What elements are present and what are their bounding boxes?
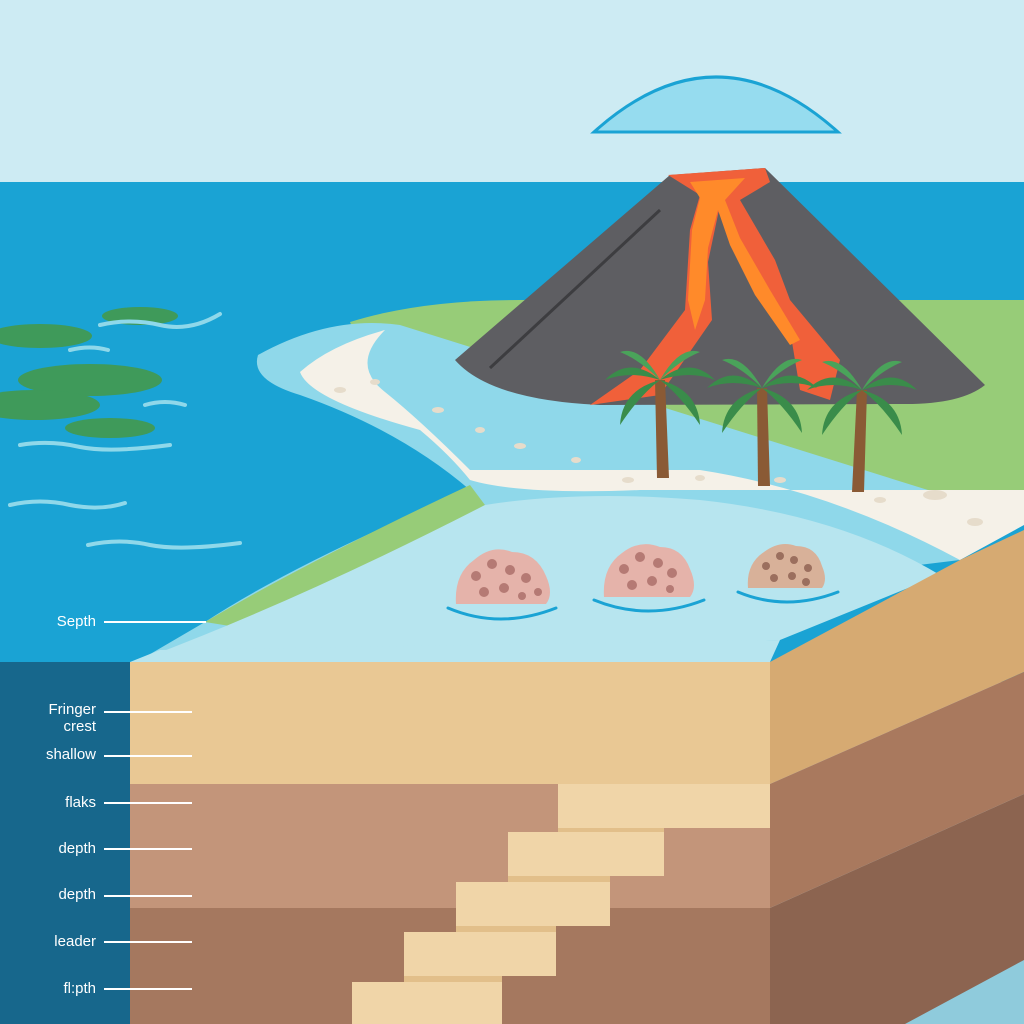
flaks-leader-line bbox=[104, 802, 192, 804]
side-face-top bbox=[770, 530, 1024, 784]
coral-right bbox=[747, 544, 825, 588]
volcano bbox=[455, 168, 985, 405]
fringer-crest-leader-line bbox=[104, 711, 192, 713]
label-depth-2: depth bbox=[58, 886, 96, 903]
cloud-dome bbox=[590, 75, 842, 134]
leader-leader-line bbox=[104, 941, 192, 943]
depth-2-leader-line bbox=[104, 895, 192, 897]
palm-tree-right bbox=[807, 360, 917, 492]
reef-staircase bbox=[352, 784, 770, 1024]
label-leader: leader bbox=[54, 933, 96, 950]
volcano-ridge bbox=[488, 208, 662, 370]
septh-leader-line bbox=[104, 621, 206, 623]
label-fringer: Fringer bbox=[48, 701, 96, 718]
coral-middle-ripple bbox=[592, 598, 706, 613]
coral-middle bbox=[603, 544, 694, 597]
palm-tree-left bbox=[605, 350, 715, 478]
sky bbox=[0, 0, 1024, 185]
cross-section-top-edge bbox=[130, 640, 780, 662]
side-face-bottom bbox=[770, 794, 1024, 1024]
soil-layer-top bbox=[130, 662, 770, 784]
flpth-leader-line bbox=[104, 988, 192, 990]
beach-pebbles bbox=[334, 379, 983, 526]
distant-reef-patches bbox=[0, 307, 178, 438]
ocean-floor-edge bbox=[905, 960, 1024, 1024]
lava-flow bbox=[590, 168, 840, 405]
palm-tree-middle bbox=[707, 358, 817, 486]
label-septh: Septh bbox=[56, 613, 96, 630]
label-flpth: fl:pth bbox=[63, 980, 96, 997]
coral-right-ripple bbox=[736, 590, 840, 604]
depth-panel bbox=[0, 662, 130, 1024]
side-face-middle bbox=[770, 672, 1024, 908]
beach bbox=[300, 330, 1024, 560]
coral-left-ripple bbox=[446, 606, 558, 621]
label-shallow: shallow bbox=[45, 746, 96, 763]
label-depth-1: depth bbox=[58, 840, 96, 857]
coral-left bbox=[455, 549, 550, 604]
depth-1-leader-line bbox=[104, 848, 192, 850]
reef-flat-green bbox=[205, 485, 485, 630]
label-flaks: flaks bbox=[65, 794, 96, 811]
ocean-waves bbox=[8, 312, 242, 550]
shallow-leader-line bbox=[104, 755, 192, 757]
label-crest: crest bbox=[63, 718, 96, 735]
